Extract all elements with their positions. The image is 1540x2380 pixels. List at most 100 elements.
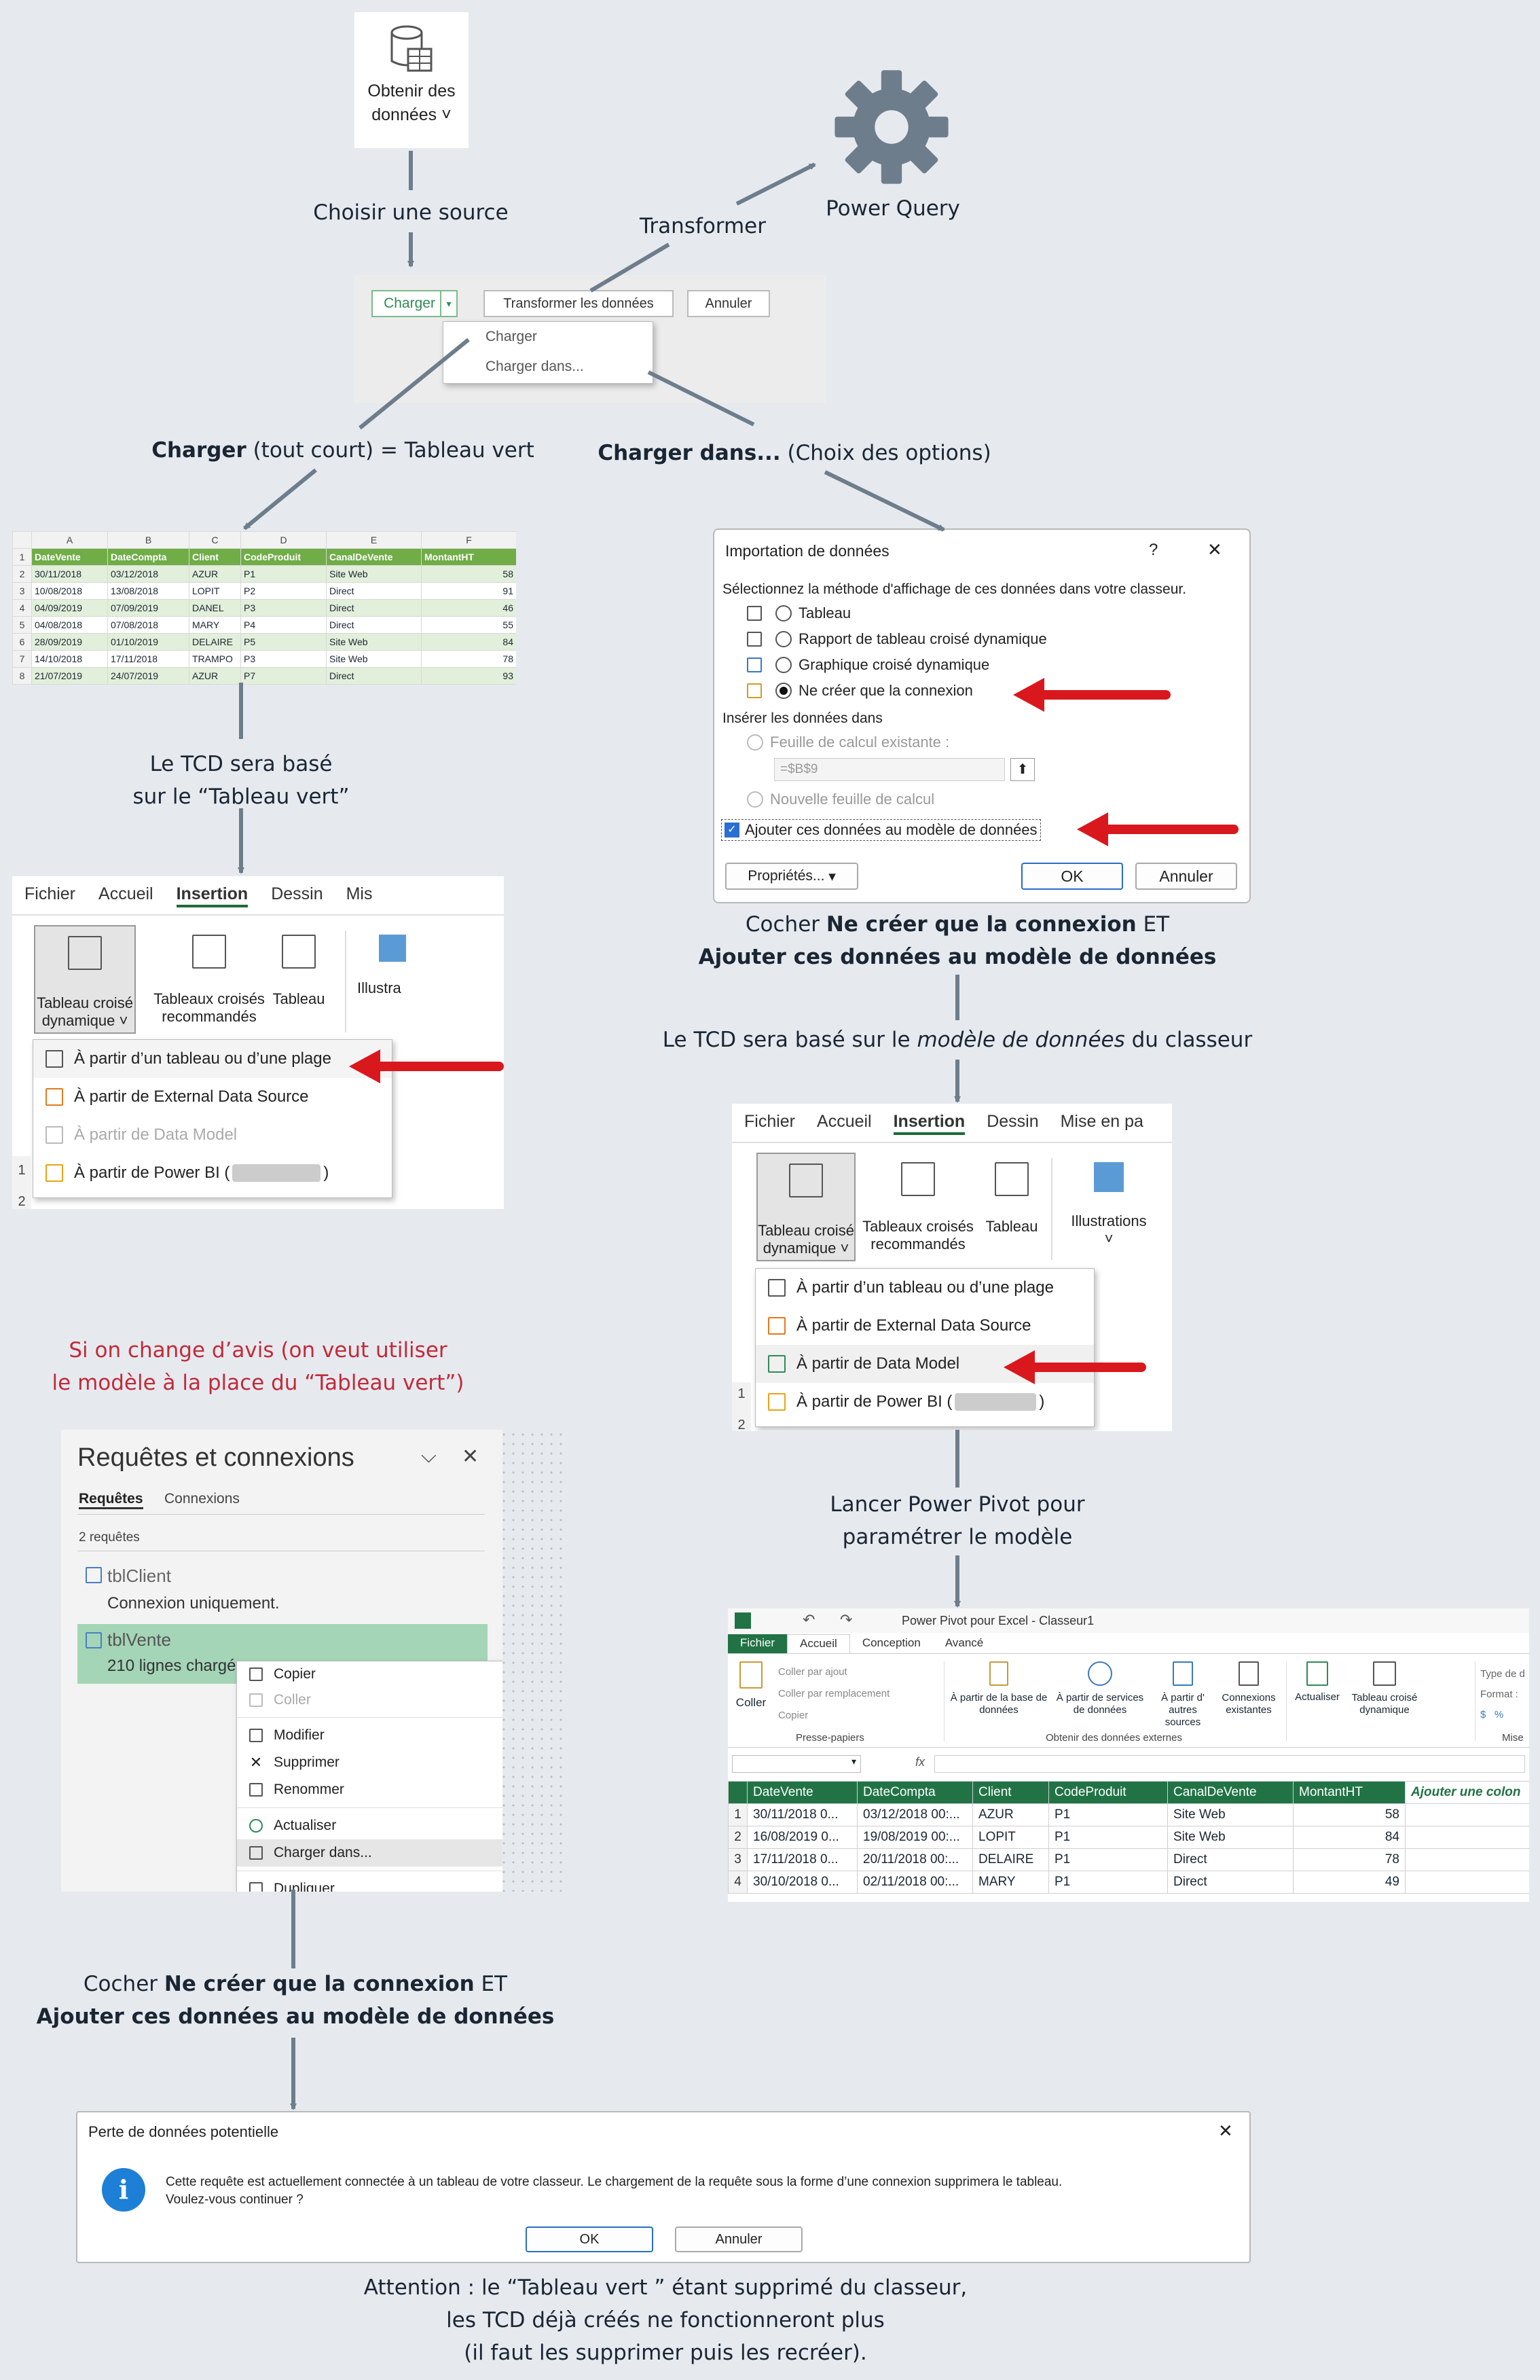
table-cell[interactable]: Site Web [326, 633, 422, 651]
table-cell[interactable]: Site Web [1167, 1826, 1294, 1849]
close-icon[interactable]: ✕ [462, 1445, 479, 1468]
table-cell[interactable]: 30/10/2018 0... [747, 1871, 858, 1894]
table-cell[interactable]: 17/11/2018 0... [747, 1848, 858, 1871]
table-cell[interactable]: MARY [972, 1871, 1049, 1894]
table-cell[interactable]: 30/11/2018 [31, 565, 108, 583]
table-cell[interactable]: Direct [326, 582, 422, 600]
properties-button[interactable]: Propriétés... ▾ [725, 863, 858, 890]
menu-item-actualiser[interactable]: Actualiser [237, 1812, 502, 1839]
cancel-button[interactable]: Annuler [675, 2226, 803, 2252]
cancel-button[interactable]: Annuler [687, 290, 770, 317]
from-database-button[interactable]: À partir de la base de données [949, 1661, 1049, 1716]
ok-button[interactable]: OK [1021, 863, 1123, 890]
table-cell[interactable]: LOPIT [972, 1826, 1049, 1849]
table-cell[interactable]: 03/12/2018 [107, 565, 189, 583]
row-number[interactable]: 4 [12, 599, 32, 617]
illustrations-button[interactable]: Illustra [352, 931, 426, 1032]
radio-table[interactable] [775, 605, 792, 621]
table-cell[interactable]: 03/12/2018 00:... [857, 1803, 973, 1826]
menu-item-external-source[interactable]: À partir de External Data Source [756, 1307, 1094, 1345]
table-cell[interactable]: P1 [240, 565, 327, 583]
menu-item-power-bi[interactable]: À partir de Power BI () [33, 1154, 392, 1192]
recommended-pivots-button[interactable]: Tableaux croisés recommandés [858, 1158, 978, 1260]
add-to-model-checkbox[interactable]: ✓Ajouter ces données au modèle de donnée… [721, 819, 1041, 841]
table-cell[interactable]: 49 [1293, 1871, 1406, 1894]
table-cell[interactable]: 19/08/2019 00:... [857, 1826, 973, 1849]
table-cell[interactable]: 10/08/2018 [31, 582, 108, 600]
menu-item-external-source[interactable]: À partir de External Data Source [33, 1078, 392, 1116]
table-cell[interactable]: 24/07/2019 [107, 667, 189, 685]
table-cell[interactable]: 01/10/2019 [107, 633, 189, 651]
ok-button[interactable]: OK [526, 2226, 653, 2252]
row-number[interactable]: 3 [12, 582, 32, 600]
tab-requetes[interactable]: Requêtes [79, 1491, 143, 1509]
table-cell[interactable]: P5 [240, 633, 327, 651]
table-cell[interactable]: TRAMPO [189, 650, 241, 668]
menu-item-renommer[interactable]: Renommer [237, 1776, 502, 1803]
empty-cell[interactable] [1405, 1871, 1529, 1894]
table-cell[interactable]: 58 [421, 565, 516, 583]
option-pivot-report[interactable]: Rapport de tableau croisé dynamique [747, 630, 1047, 648]
table-cell[interactable]: 17/11/2018 [107, 650, 189, 668]
table-cell[interactable]: Site Web [1167, 1803, 1294, 1826]
table-cell[interactable]: MARY [189, 616, 241, 634]
menu-item-charger[interactable]: Charger [485, 329, 537, 344]
pp-header-cell[interactable]: MontantHT [1293, 1781, 1406, 1804]
empty-cell[interactable] [1405, 1848, 1529, 1871]
table-button[interactable]: Tableau [978, 1158, 1046, 1260]
tab-connexions[interactable]: Connexions [164, 1491, 240, 1507]
pivot-table-button[interactable]: Tableau croisé dynamique ˅ [756, 1153, 856, 1261]
table-cell[interactable]: AZUR [189, 565, 241, 583]
tab-avance[interactable]: Avancé [945, 1636, 984, 1649]
table-cell[interactable]: 78 [421, 650, 516, 668]
pivot-table-button[interactable]: Tableau croisé dynamique ˅ [34, 925, 136, 1034]
table-cell[interactable]: 07/08/2018 [107, 616, 189, 634]
pp-header-cell[interactable]: CanalDeVente [1167, 1781, 1294, 1804]
radio-connection[interactable] [775, 683, 792, 699]
menu-item-copier[interactable]: Copier [237, 1661, 502, 1687]
tab-accueil[interactable]: Accueil [98, 884, 153, 903]
table-cell[interactable]: P3 [240, 650, 327, 668]
tab-conception[interactable]: Conception [862, 1636, 921, 1649]
option-pivot-chart[interactable]: Graphique croisé dynamique [747, 656, 989, 674]
table-cell[interactable]: DANEL [189, 599, 241, 617]
menu-item-charger-dans[interactable]: Charger dans... [485, 359, 584, 374]
row-number[interactable]: 1 [728, 1803, 748, 1826]
tab-accueil[interactable]: Accueil [787, 1634, 850, 1653]
add-column-cell[interactable]: Ajouter une colon [1405, 1781, 1529, 1804]
table-cell[interactable]: P1 [1048, 1871, 1168, 1894]
empty-cell[interactable] [1405, 1826, 1529, 1849]
table-cell[interactable]: P2 [240, 582, 327, 600]
menu-item-dupliquer[interactable]: Dupliquer [237, 1875, 502, 1892]
row-number[interactable]: 8 [12, 667, 32, 685]
row-number[interactable]: 6 [12, 633, 32, 651]
empty-cell[interactable] [1405, 1803, 1529, 1826]
paste-button[interactable]: Coller [731, 1661, 771, 1723]
redo-icon[interactable]: ↷ [840, 1611, 853, 1628]
checkbox-checked[interactable]: ✓ [725, 823, 739, 837]
tab-mise-en-page[interactable]: Mise en pa [1060, 1112, 1143, 1131]
table-cell[interactable]: AZUR [972, 1803, 1049, 1826]
table-cell[interactable]: Site Web [326, 650, 422, 668]
table-cell[interactable]: 55 [421, 616, 516, 634]
tab-dessin[interactable]: Dessin [271, 884, 323, 903]
table-cell[interactable]: P1 [1048, 1803, 1168, 1826]
row-number[interactable]: 5 [12, 616, 32, 634]
table-cell[interactable]: DELAIRE [189, 633, 241, 651]
table-cell[interactable]: 07/09/2019 [107, 599, 189, 617]
row-number[interactable]: 2 [12, 565, 32, 583]
pp-header-cell[interactable]: DateCompta [857, 1781, 973, 1804]
table-cell[interactable]: P3 [240, 599, 327, 617]
recommended-pivots-button[interactable]: Tableaux croisés recommandés [141, 931, 277, 1032]
tab-fichier[interactable]: Fichier [728, 1634, 788, 1653]
menu-item-supprimer[interactable]: ✕Supprimer [249, 1754, 340, 1771]
menu-item-from-table[interactable]: À partir d’un tableau ou d’une plage [33, 1040, 392, 1078]
table-cell[interactable]: Direct [1167, 1848, 1294, 1871]
table-cell[interactable]: 46 [421, 599, 516, 617]
table-cell[interactable]: P1 [1048, 1848, 1168, 1871]
load-button[interactable]: Charger [371, 290, 447, 317]
table-cell[interactable]: Direct [1167, 1871, 1294, 1894]
table-cell[interactable]: 13/08/2018 [107, 582, 189, 600]
table-cell[interactable]: 78 [1293, 1848, 1406, 1871]
formula-bar[interactable] [934, 1755, 1525, 1773]
